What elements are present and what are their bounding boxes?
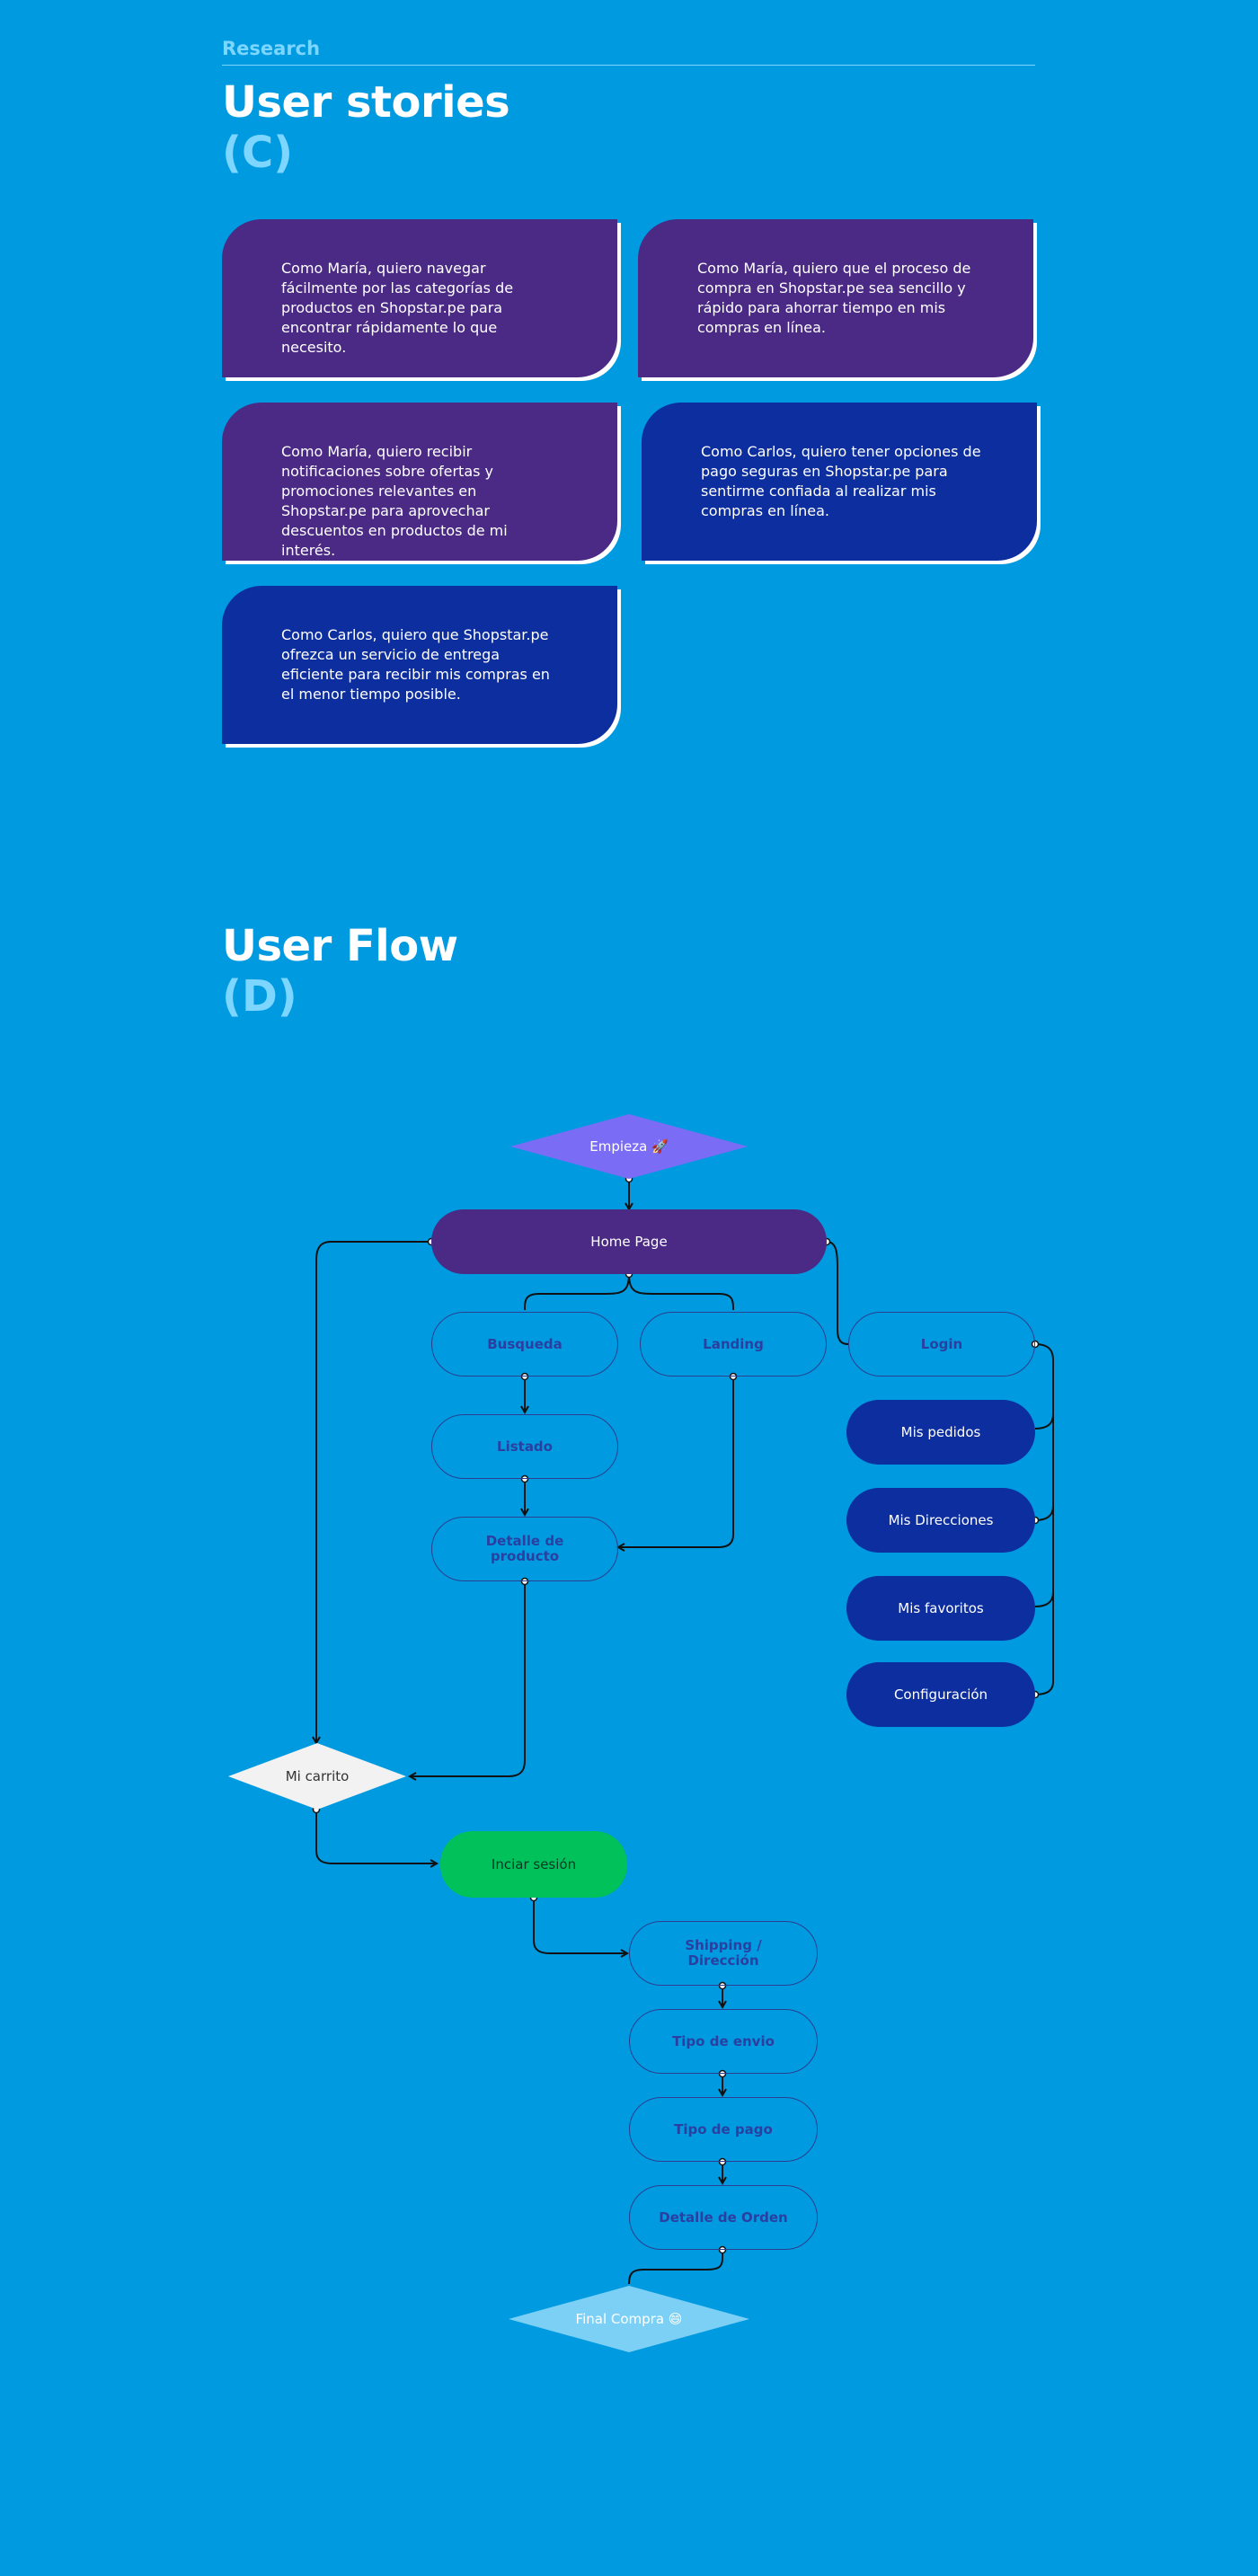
story-card: Como María, quiero recibir notificacione…	[222, 403, 617, 561]
section-label: Research	[222, 38, 1035, 66]
node-home-page[interactable]: Home Page	[431, 1209, 827, 1274]
start-diamond	[510, 1114, 748, 1179]
story-text: Como María, quiero recibir notificacione…	[281, 443, 508, 559]
flow-title: User Flow	[222, 921, 458, 971]
node-iniciar-sesion[interactable]: Inciar sesión	[440, 1831, 627, 1898]
stories-code: (C)	[222, 128, 294, 178]
start-label: Empieza 🚀	[589, 1138, 669, 1155]
story-text: Como María, quiero que el proceso de com…	[697, 260, 971, 336]
story-text: Como Carlos, quiero tener opciones de pa…	[701, 443, 981, 519]
node-busqueda[interactable]: Busqueda	[431, 1312, 618, 1377]
story-card: Como María, quiero que el proceso de com…	[638, 219, 1033, 377]
node-detalle-producto[interactable]: Detalle de producto	[431, 1517, 618, 1581]
flow-code: (D)	[222, 971, 297, 1022]
node-landing[interactable]: Landing	[640, 1312, 827, 1377]
node-configuracion[interactable]: Configuración	[846, 1662, 1035, 1727]
node-shipping[interactable]: Shipping / Dirección	[629, 1921, 818, 1986]
story-card: Como Carlos, quiero que Shopstar.pe ofre…	[222, 586, 617, 744]
cart-diamond	[228, 1743, 406, 1810]
story-card: Como María, quiero navegar fácilmente po…	[222, 219, 617, 377]
node-mis-favoritos[interactable]: Mis favoritos	[846, 1576, 1035, 1641]
node-tipo-envio[interactable]: Tipo de envio	[629, 2009, 818, 2074]
node-detalle-orden[interactable]: Detalle de Orden	[629, 2185, 818, 2250]
cart-label: Mi carrito	[285, 1767, 350, 1784]
node-tipo-pago[interactable]: Tipo de pago	[629, 2097, 818, 2162]
node-login[interactable]: Login	[848, 1312, 1035, 1377]
node-listado[interactable]: Listado	[431, 1414, 618, 1479]
end-diamond	[509, 2286, 749, 2352]
story-text: Como Carlos, quiero que Shopstar.pe ofre…	[281, 626, 550, 703]
story-card: Como Carlos, quiero tener opciones de pa…	[642, 403, 1037, 561]
node-mis-direcciones[interactable]: Mis Direcciones	[846, 1488, 1035, 1553]
end-label: Final Compra 😄	[575, 2310, 683, 2327]
stories-title: User stories	[222, 77, 510, 128]
node-mis-pedidos[interactable]: Mis pedidos	[846, 1400, 1035, 1465]
story-text: Como María, quiero navegar fácilmente po…	[281, 260, 514, 356]
